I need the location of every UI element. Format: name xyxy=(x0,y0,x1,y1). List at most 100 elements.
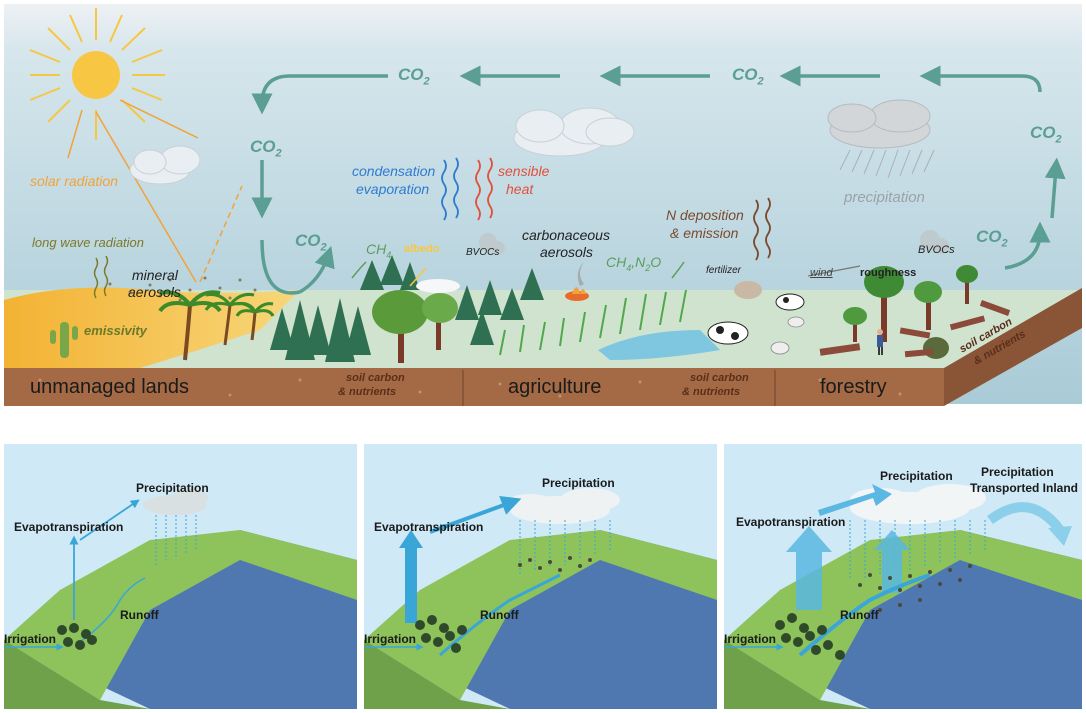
palm-trees xyxy=(158,290,275,361)
rain-streaks xyxy=(839,149,935,179)
precipitation-label: precipitation xyxy=(844,189,925,206)
forestry-label: forestry xyxy=(820,376,887,398)
sheep xyxy=(770,316,805,355)
ch4-n2o-label: CH4,N2O xyxy=(606,254,662,273)
hill-front xyxy=(724,640,870,709)
agriculture-conifers xyxy=(455,268,544,345)
crop-rows xyxy=(858,564,972,612)
farmer xyxy=(877,329,883,355)
log-stumps xyxy=(819,300,1011,358)
soil-carbon-label: soil carbon xyxy=(690,372,749,384)
carbonaceous-label: carbonaceous xyxy=(522,227,610,243)
precipitation-label: Precipitation xyxy=(880,469,953,483)
evapotranspiration-arrow xyxy=(786,526,832,610)
aerosols-label: aerosols xyxy=(128,284,181,300)
hill-front xyxy=(364,640,510,709)
roughness-label: roughness xyxy=(860,267,917,279)
albedo-label: albedo xyxy=(404,243,440,255)
forestry-trees xyxy=(843,265,978,359)
mineral-label: mineral xyxy=(132,267,178,283)
bottom-panel-1 xyxy=(4,444,357,709)
emission-label: & emission xyxy=(670,225,739,241)
evaporation-flow-arrow xyxy=(818,484,892,516)
evapotranspiration-label: Evapotranspiration xyxy=(736,515,846,529)
co2-cycle-arrows xyxy=(251,65,1066,295)
long-wave-radiation-label: long wave radiation xyxy=(32,235,145,250)
hill-slope xyxy=(4,530,357,700)
unmanaged-lands-label: unmanaged lands xyxy=(30,376,190,398)
runoff-label: Runoff xyxy=(120,608,159,622)
top-panel xyxy=(4,4,1082,406)
co2-label: CO2 xyxy=(398,65,430,88)
runoff-label: Runoff xyxy=(840,608,879,622)
hill-slope xyxy=(364,530,717,700)
long-wave-radiation-arrows xyxy=(93,255,109,299)
wind-arrow xyxy=(807,265,861,277)
transported-inland-label: Transported Inland xyxy=(970,481,1079,495)
agriculture-label: agriculture xyxy=(508,376,602,398)
sensible-label: sensible xyxy=(498,163,550,179)
bvocs-label: BVOCs xyxy=(466,247,500,258)
precipitation-cloud-icon xyxy=(143,489,208,515)
soil-nutrients-label: & nutrients xyxy=(682,386,741,398)
carbonaceous-aerosols-label: aerosols xyxy=(540,244,593,260)
co2-label: CO2 xyxy=(250,137,282,160)
heat-label: heat xyxy=(506,181,534,197)
irrigation-label: Irrigation xyxy=(724,632,777,646)
evapotranspiration-label: Evapotranspiration xyxy=(374,520,484,534)
runoff-label: Runoff xyxy=(480,608,519,622)
inland-transport-arrowhead xyxy=(1048,526,1072,546)
rain-cloud-icon xyxy=(827,99,931,149)
evaporation-flow-arrow xyxy=(429,496,522,534)
n-deposition-arrows xyxy=(753,197,771,261)
bvocs-label: BVOCs xyxy=(918,244,955,256)
emissivity-label: emissivity xyxy=(84,323,147,338)
crop-cluster xyxy=(775,613,845,660)
paddy-water xyxy=(598,330,720,360)
precipitation-label: Precipitation xyxy=(136,481,209,495)
co2-label: CO2 xyxy=(1030,123,1062,146)
ch4-label: CH4 xyxy=(366,241,392,260)
snow-patch xyxy=(416,279,460,293)
crop-rows xyxy=(518,556,592,572)
rain-lines xyxy=(155,515,197,565)
inland-transport-arrow xyxy=(987,502,1064,534)
soil-nutrients-label: & nutrients xyxy=(338,386,397,398)
condensation-label: condensation xyxy=(352,163,436,179)
ch4-n2o-arrow xyxy=(671,261,685,279)
precipitation-cloud-icon xyxy=(504,488,620,524)
wind-label: wind xyxy=(810,267,833,279)
sensible-heat-arrows xyxy=(475,157,493,221)
solar-radiation-arrows xyxy=(67,99,427,287)
crop-cluster xyxy=(415,615,467,653)
precipitation-label: Precipitation xyxy=(542,476,615,490)
runoff-stream xyxy=(439,573,561,657)
ch4-arrow xyxy=(351,261,367,279)
soil-texture xyxy=(38,378,902,398)
bottom-panel-3 xyxy=(724,444,1082,709)
irrigation-label: Irrigation xyxy=(4,632,57,646)
runoff-stream xyxy=(798,573,931,657)
evapotranspiration-arrow-2 xyxy=(874,530,910,593)
mineral-aerosol-particles xyxy=(108,276,257,302)
n-deposition-label: N deposition xyxy=(666,207,744,223)
evaporation-label: evaporation xyxy=(356,181,430,197)
fertilizer-label: fertilizer xyxy=(706,265,742,276)
co2-label: CO2 xyxy=(732,65,764,88)
condensation-evaporation-arrows xyxy=(441,157,459,221)
cloud-icon xyxy=(129,145,201,185)
evapotranspiration-label: Evapotranspiration xyxy=(14,520,124,534)
desert-dunes xyxy=(4,287,300,368)
cows xyxy=(707,293,805,345)
deciduous-trees xyxy=(372,290,458,363)
crop-field xyxy=(499,289,687,356)
crop-cluster xyxy=(57,623,97,650)
evapotranspiration-arrow xyxy=(69,499,140,620)
solar-radiation-label: solar radiation xyxy=(30,173,118,189)
soil-front xyxy=(4,368,944,406)
soil-carbon-label: soil carbon xyxy=(346,372,405,384)
conifer-forest xyxy=(270,255,420,362)
fertilizer-pile xyxy=(734,281,762,299)
runoff-stream xyxy=(79,577,146,643)
